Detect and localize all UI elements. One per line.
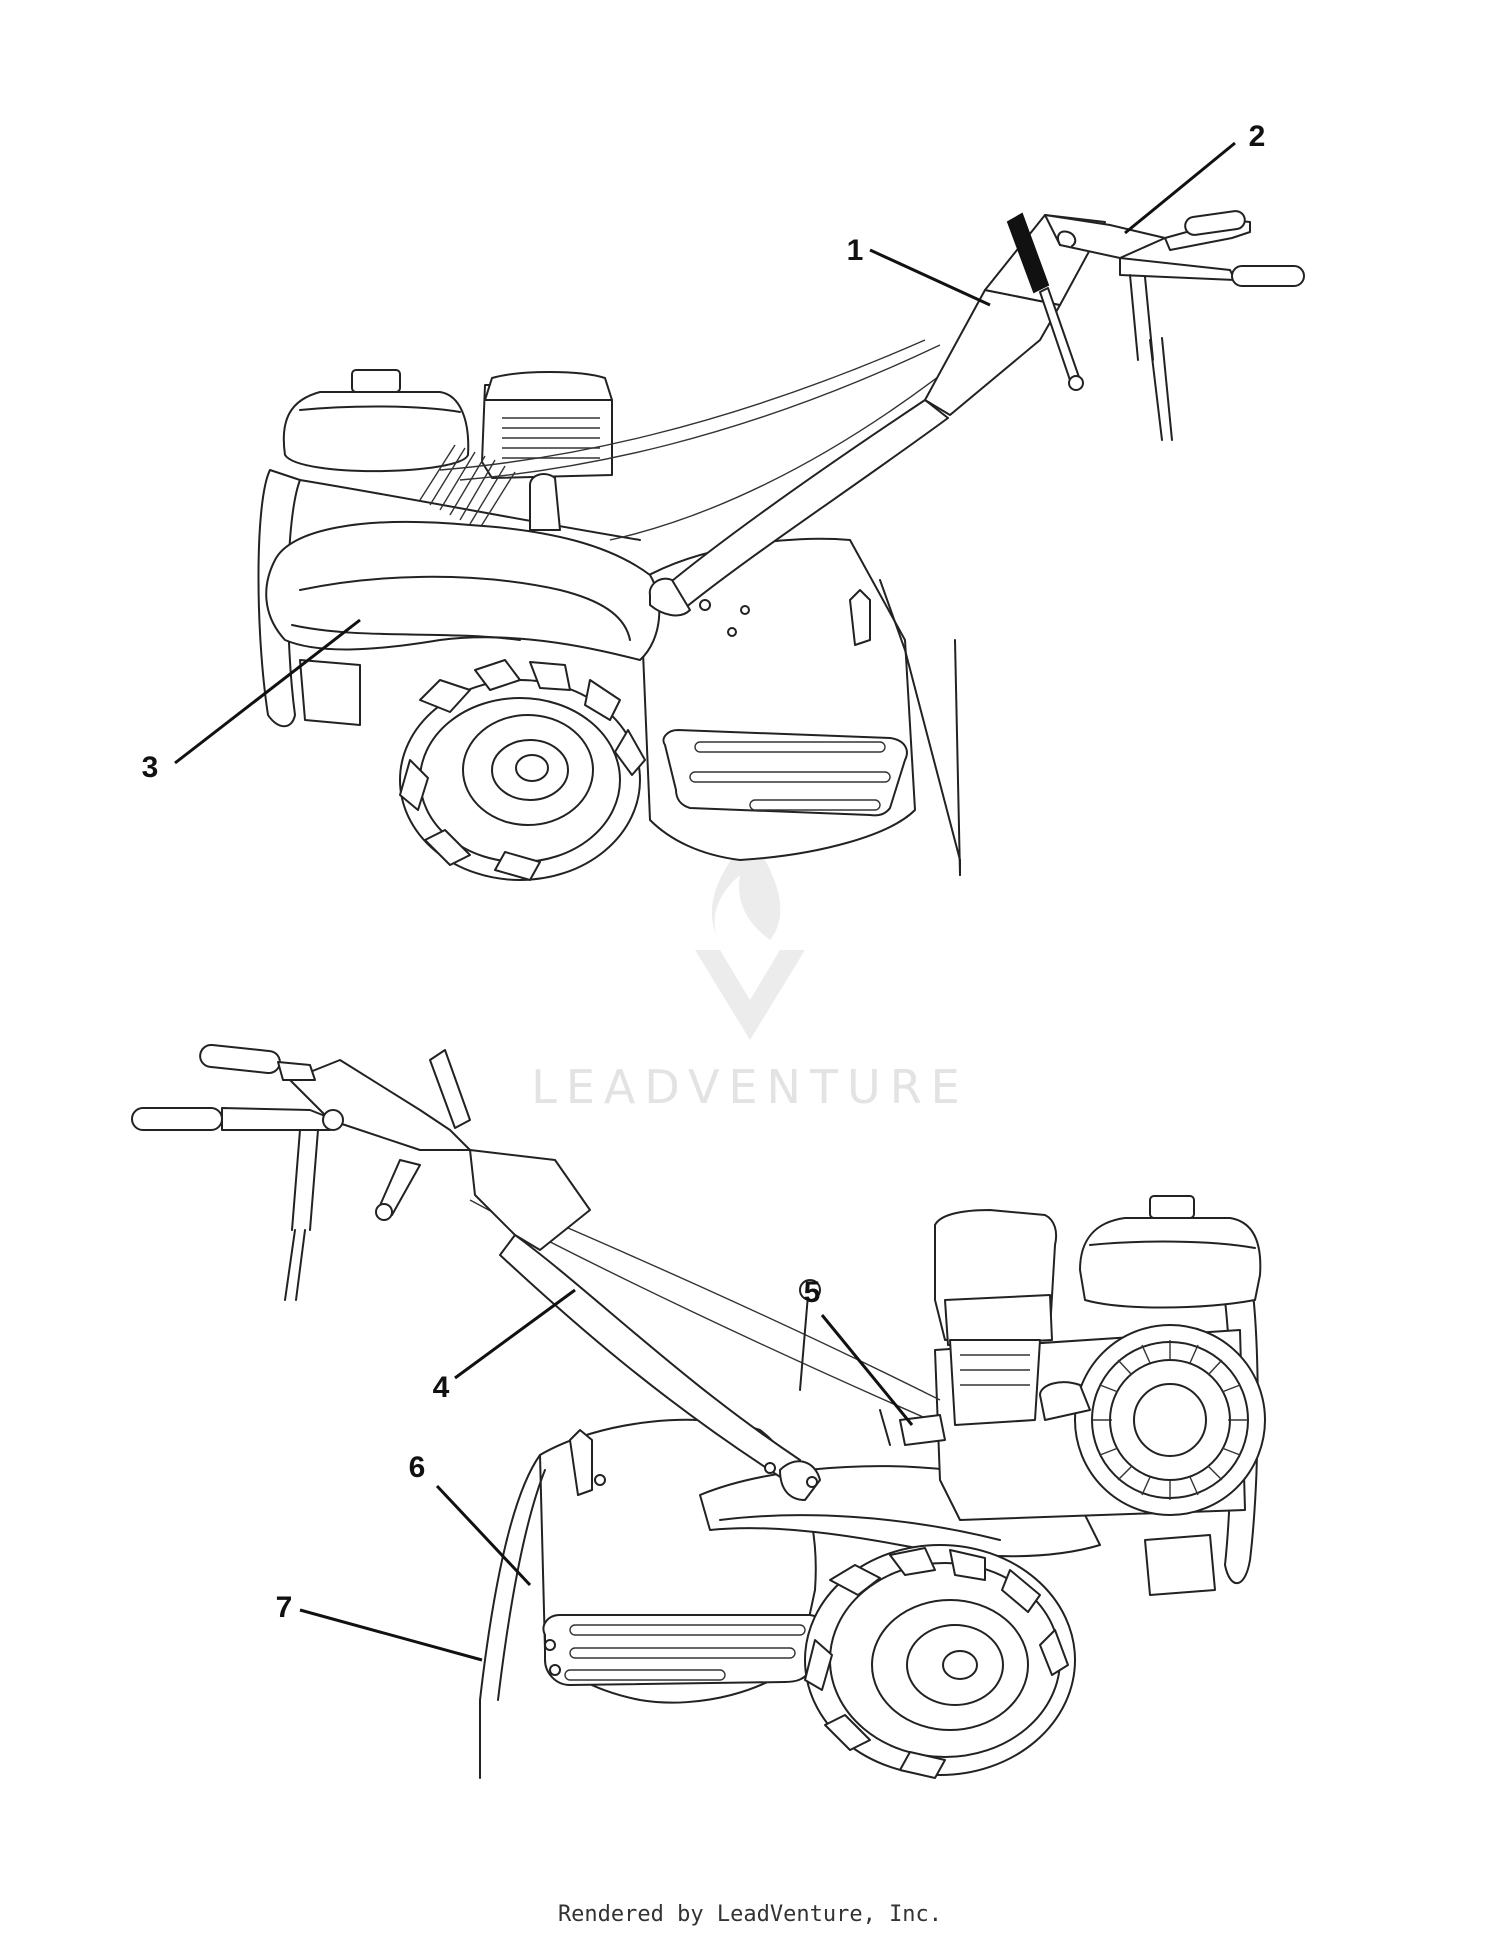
- leader-line-1: [869, 248, 991, 307]
- leader-line-7: [299, 1608, 483, 1662]
- footer-credit: Rendered by LeadVenture, Inc.: [557, 1902, 943, 1927]
- callout-4[interactable]: 4: [433, 1371, 450, 1404]
- tiller-view-left-side: [257, 210, 1305, 881]
- callout-labels: 1 2 3 4 5 6 7: [142, 120, 1266, 1624]
- callout-7[interactable]: 7: [276, 1591, 293, 1624]
- watermark-text: LEADVENTURE: [531, 1060, 969, 1114]
- leader-line-5: [820, 1314, 914, 1426]
- leader-line-6: [435, 1484, 532, 1587]
- tiller-view-right-side: [131, 1043, 1266, 1779]
- callout-1[interactable]: 1: [847, 234, 864, 267]
- callout-6[interactable]: 6: [409, 1451, 426, 1484]
- leadventure-watermark-logo: LEADVENTURE: [531, 835, 969, 1114]
- leader-line-2: [1124, 141, 1236, 235]
- leader-line-4: [454, 1288, 576, 1380]
- callout-5[interactable]: 5: [804, 1276, 821, 1309]
- callout-3[interactable]: 3: [142, 751, 159, 784]
- callout-2[interactable]: 2: [1249, 120, 1266, 153]
- leader-line-3: [174, 618, 361, 765]
- callout-leader-lines: [174, 141, 1236, 1662]
